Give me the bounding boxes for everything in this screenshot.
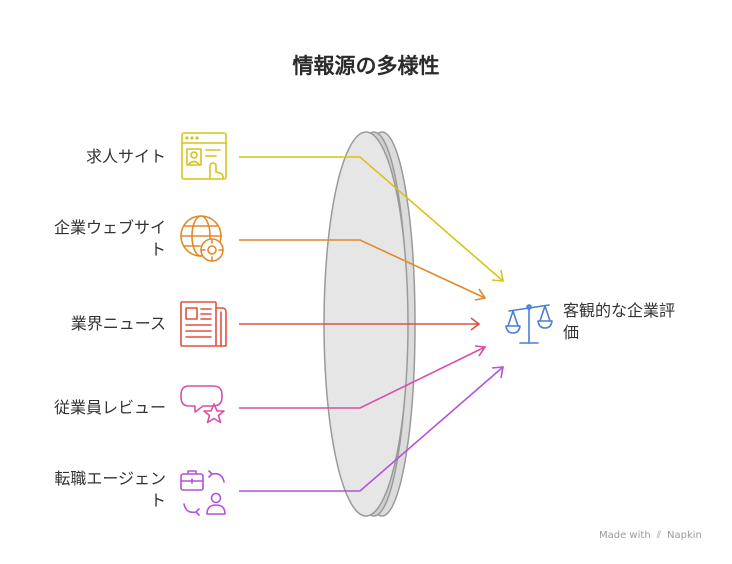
job-site-icon <box>181 132 227 180</box>
source-label-company-website: 企業ウェブサイ ト <box>54 217 166 261</box>
output-label-line: 客観的な企業評 <box>563 301 676 320</box>
arrow-industry-news <box>239 317 481 331</box>
chat-star-icon <box>180 385 225 424</box>
source-label-line: 業界ニュース <box>70 314 166 333</box>
arrow-job-site <box>239 156 504 282</box>
newspaper-icon <box>180 301 227 347</box>
source-label-line: 従業員レビュー <box>53 398 166 417</box>
arrow-company-website <box>239 239 487 301</box>
source-label-line: ト <box>149 240 166 259</box>
watermark-brand: Napkin <box>667 530 702 541</box>
source-label-line: 転職エージェン <box>54 469 166 488</box>
output-label-line: 価 <box>563 323 580 342</box>
napkin-watermark: Made with ⫽ Napkin <box>599 530 702 541</box>
briefcase-person-icon <box>180 470 226 516</box>
arrow-employee-reviews <box>239 345 487 409</box>
diagram-title: 情報源の多様性 <box>292 54 440 78</box>
source-label-recruitment-agent: 転職エージェン ト <box>54 468 166 512</box>
source-label-line: 求人サイト <box>85 147 166 166</box>
output-label: 客観的な企業評 価 <box>563 300 723 344</box>
source-label-line: ト <box>149 491 166 510</box>
source-label-job-site: 求人サイト <box>86 146 166 168</box>
source-label-line: 企業ウェブサイ <box>53 218 166 237</box>
arrow-recruitment-agent <box>239 366 504 492</box>
watermark-prefix: Made with <box>599 530 651 541</box>
globe-gear-icon <box>180 215 224 262</box>
napkin-logo-icon: ⫽ <box>656 530 662 541</box>
source-label-industry-news: 業界ニュース <box>71 313 166 335</box>
balance-scale-icon <box>505 304 553 344</box>
source-label-employee-reviews: 従業員レビュー <box>54 397 166 419</box>
